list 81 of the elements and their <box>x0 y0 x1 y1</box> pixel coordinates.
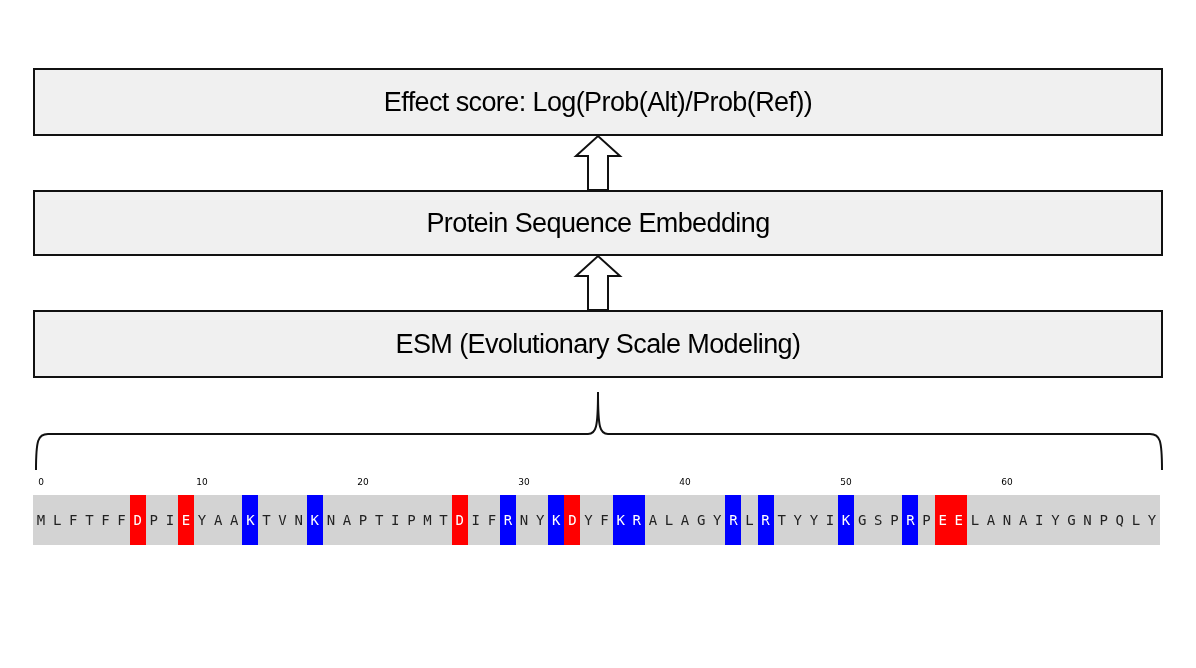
residue-letter: A <box>338 495 355 545</box>
stage-box: Protein Sequence Embedding <box>33 190 1163 256</box>
residue-letter: N <box>516 495 533 545</box>
block-arrow <box>573 134 623 191</box>
residue-letter: Y <box>532 495 549 545</box>
highlighted-residue: K <box>306 495 323 545</box>
residue-letter: N <box>322 495 339 545</box>
highlighted-residue: D <box>564 495 581 545</box>
highlighted-residue: K <box>838 495 855 545</box>
residue-letter: N <box>1079 495 1096 545</box>
highlighted-residue: K <box>548 495 565 545</box>
residue-letter: A <box>677 495 694 545</box>
stage-box: Effect score: Log(Prob(Alt)/Prob(Ref)) <box>33 68 1163 136</box>
residue-letter: L <box>49 495 66 545</box>
residue-letter: F <box>596 495 613 545</box>
highlighted-residue: K <box>242 495 259 545</box>
tick-label: 60 <box>1001 477 1013 487</box>
highlighted-residue: R <box>757 495 774 545</box>
residue-letter: P <box>355 495 372 545</box>
residue-letter: I <box>387 495 404 545</box>
residue-letter: G <box>693 495 710 545</box>
residue-letter: T <box>258 495 275 545</box>
tick-label: 20 <box>357 477 369 487</box>
residue-letter: Y <box>1047 495 1064 545</box>
residue-letter: Y <box>194 495 211 545</box>
residue-letter: Y <box>580 495 597 545</box>
residue-letter: M <box>33 495 50 545</box>
residue-letter: P <box>886 495 903 545</box>
residue-letter: G <box>854 495 871 545</box>
residue-letter: A <box>644 495 661 545</box>
residue-letter: I <box>161 495 178 545</box>
tick-label: 0 <box>38 477 44 487</box>
residue-letter: M <box>419 495 436 545</box>
residue-letter: A <box>210 495 227 545</box>
residue-letter: Y <box>1143 495 1160 545</box>
residue-letter: F <box>97 495 114 545</box>
residue-letter: P <box>918 495 935 545</box>
highlighted-residue: E <box>934 495 951 545</box>
residue-letter: P <box>145 495 162 545</box>
residue-letter: N <box>999 495 1016 545</box>
residue-letter: S <box>870 495 887 545</box>
residue-letter: Q <box>1111 495 1128 545</box>
residue-letter: I <box>821 495 838 545</box>
residue-letter: I <box>1031 495 1048 545</box>
residue-letter: G <box>1063 495 1080 545</box>
residue-letter: Y <box>805 495 822 545</box>
residue-letter: L <box>966 495 983 545</box>
residue-letter: A <box>982 495 999 545</box>
highlighted-residue: E <box>177 495 194 545</box>
residue-letter: Y <box>709 495 726 545</box>
residue-letter: L <box>741 495 758 545</box>
residue-letter: V <box>274 495 291 545</box>
sequence-bar <box>33 495 1160 545</box>
highlighted-residue: R <box>902 495 919 545</box>
residue-letter: T <box>81 495 98 545</box>
tick-label: 10 <box>196 477 208 487</box>
residue-letter: T <box>773 495 790 545</box>
residue-letter: A <box>226 495 243 545</box>
tick-label: 50 <box>840 477 852 487</box>
highlighted-residue: R <box>725 495 742 545</box>
residue-letter: Y <box>789 495 806 545</box>
stage-box: ESM (Evolutionary Scale Modeling) <box>33 310 1163 378</box>
residue-letter: L <box>660 495 677 545</box>
residue-letter: F <box>483 495 500 545</box>
residue-letter: N <box>290 495 307 545</box>
block-arrow <box>573 254 623 311</box>
residue-letter: L <box>1127 495 1144 545</box>
residue-letter: P <box>1095 495 1112 545</box>
highlighted-residue: D <box>129 495 146 545</box>
residue-letter: F <box>65 495 82 545</box>
residue-letter: I <box>467 495 484 545</box>
highlighted-residue: R <box>499 495 516 545</box>
residue-letter: T <box>371 495 388 545</box>
tick-label: 40 <box>679 477 691 487</box>
residue-letter: P <box>403 495 420 545</box>
highlighted-residue: D <box>451 495 468 545</box>
residue-letter: T <box>435 495 452 545</box>
tick-label: 30 <box>518 477 530 487</box>
residue-letter: F <box>113 495 130 545</box>
highlighted-residue: K <box>612 495 629 545</box>
residue-letter: A <box>1015 495 1032 545</box>
